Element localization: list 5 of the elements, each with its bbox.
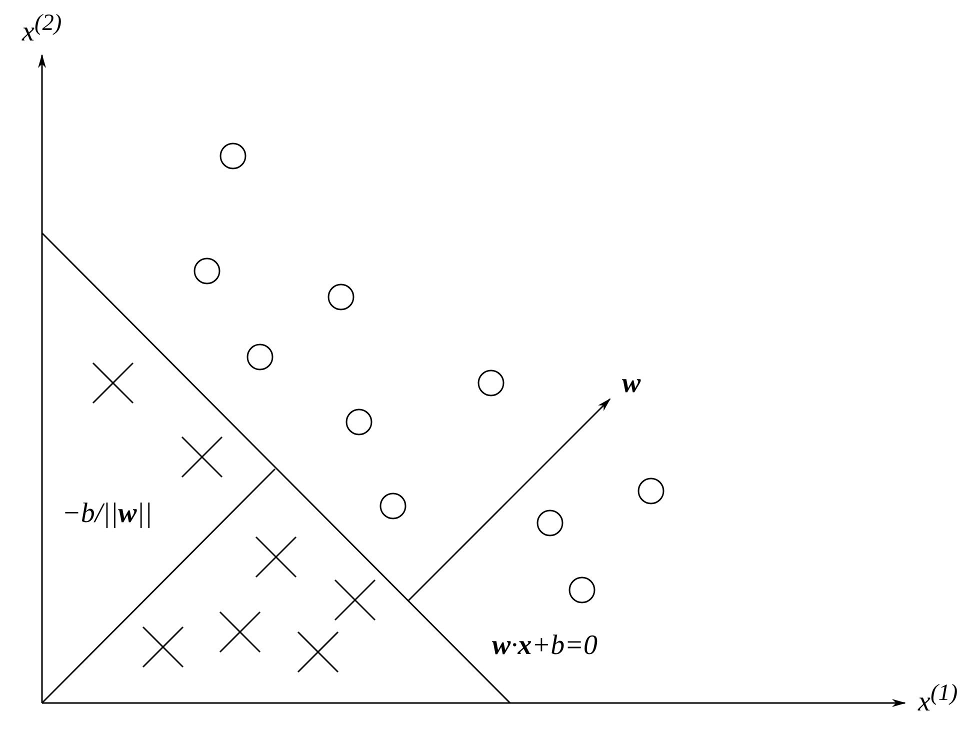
vector-label: w — [622, 370, 641, 398]
axis-label: x$^{(1)}$ — [918, 682, 958, 716]
distance-label: −b/||w|| — [62, 500, 152, 528]
equation-label: w·x+b=0 — [492, 632, 598, 660]
axis-label: x$^{(2)}$ — [22, 12, 62, 46]
